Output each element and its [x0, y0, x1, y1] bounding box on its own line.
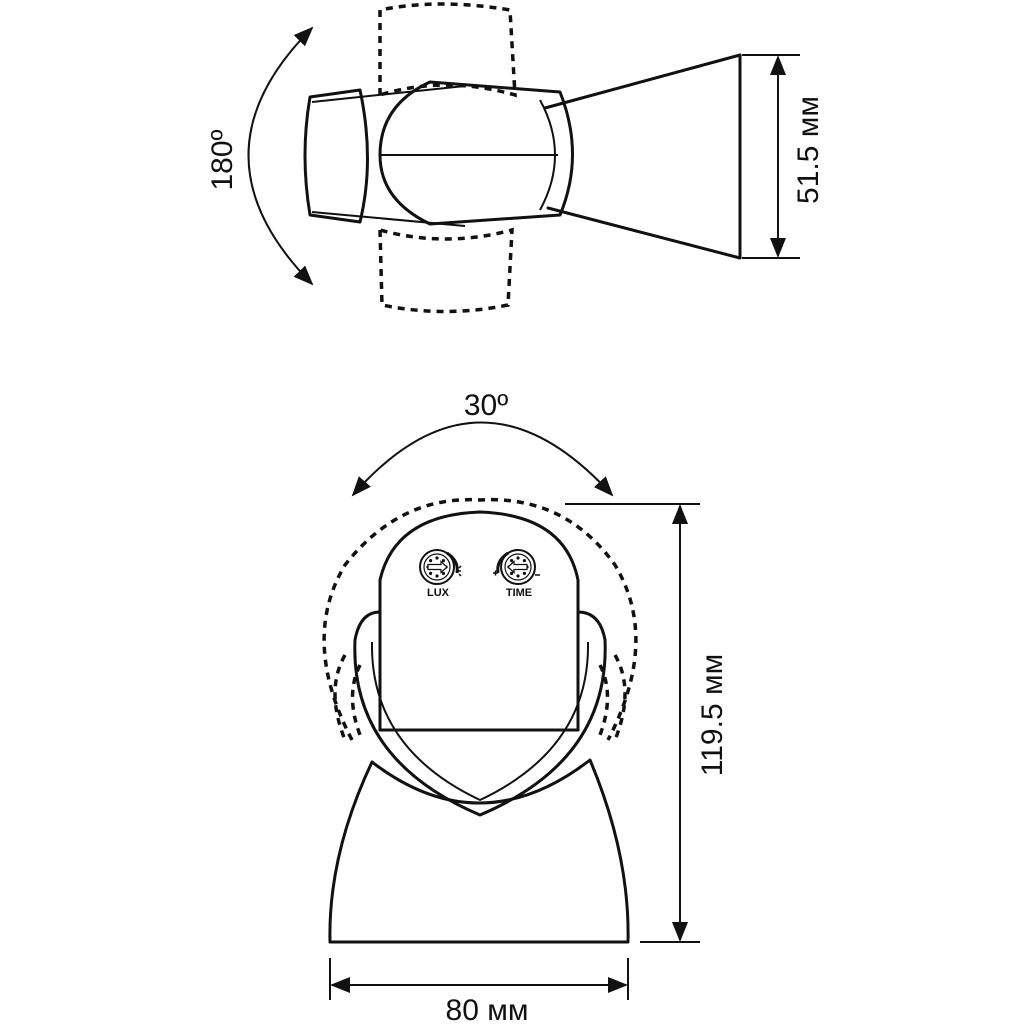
top-body — [378, 80, 574, 226]
top-view: 180º 51.5 мм — [206, 2, 825, 314]
front-head — [378, 510, 580, 732]
tilt-arrow-icon — [351, 421, 614, 497]
front-yoke — [353, 638, 607, 817]
sun-icon — [458, 565, 462, 577]
rotation-angle-label: 180º — [206, 129, 239, 190]
rotation-arrow-icon — [247, 26, 314, 286]
width-label: 80 мм — [446, 994, 529, 1024]
top-inner-arc — [539, 99, 556, 211]
ghost-head-upper — [378, 2, 517, 98]
time-label: TIME — [506, 587, 532, 599]
ghost-head-front — [322, 497, 638, 741]
front-base — [328, 758, 630, 944]
lux-label: LUX — [427, 587, 450, 599]
tilt-angle-label: 30º — [464, 389, 508, 422]
time-knob-icon — [493, 549, 540, 585]
front-yoke-inner — [370, 641, 590, 802]
ghost-head-lower — [378, 227, 514, 314]
top-base-plate — [303, 88, 369, 224]
depth-label: 51.5 мм — [792, 96, 825, 204]
height-label: 119.5 мм — [696, 654, 729, 776]
front-view: 30º LUX — [322, 389, 729, 1024]
lux-knob-icon — [419, 549, 462, 585]
top-lens-cone — [543, 53, 742, 260]
